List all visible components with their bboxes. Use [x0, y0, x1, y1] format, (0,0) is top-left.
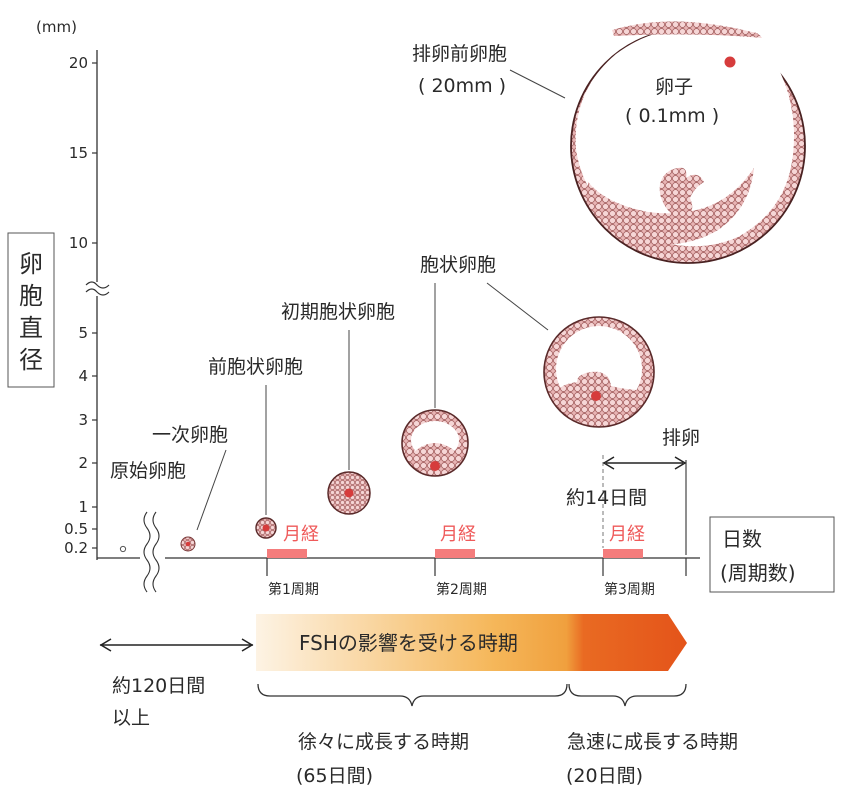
y-axis-label: 径 [19, 346, 43, 374]
pre-fsh-period: 約120日間 以上 [99, 638, 254, 729]
y-tick: 5 [78, 324, 88, 342]
menses-label: 月経 [440, 524, 476, 545]
y-tick: 2 [78, 454, 88, 472]
menses-label: 月経 [609, 524, 645, 545]
arrow-right-icon [674, 456, 687, 470]
time-break-icon [143, 511, 151, 593]
cycle-label: 第3周期 [604, 581, 655, 598]
ovulation-marker: 排卵 約14日間 [566, 427, 700, 555]
stage-label: 前胞状卵胞 [208, 356, 303, 378]
rapid-growth-brace [568, 683, 687, 707]
cycle-label: 第1周期 [268, 581, 319, 598]
stage-label: 排卵前卵胞 [412, 43, 507, 65]
growth-braces [257, 683, 687, 707]
y-axis: (mm) 20 15 10 5 4 3 2 1 0.5 0.2 [7, 18, 110, 560]
axis-break-icon [85, 281, 110, 296]
slow-growth-duration: (65日間) [296, 765, 373, 787]
menses-bar [435, 549, 475, 558]
y-axis-label: 直 [19, 314, 43, 342]
pre-fsh-duration-note: 以上 [112, 707, 150, 729]
y-axis-label-box [7, 232, 55, 388]
ovulation-label: 排卵 [662, 427, 700, 449]
pre-fsh-duration: 約120日間 [112, 675, 205, 697]
x-axis-label: (周期数) [720, 561, 796, 585]
arrow-left-icon [602, 456, 615, 470]
stage-label: 一次卵胞 [152, 424, 228, 446]
menses-bar [267, 549, 307, 558]
fsh-label: FSHの影響を受ける時期 [299, 631, 518, 655]
ovulation-duration: 約14日間 [566, 487, 647, 509]
follicle-antral-small [401, 283, 469, 477]
x-axis-label: 日数 [722, 527, 762, 551]
follicle-primordial: 原始卵胞 [110, 460, 186, 553]
y-tick: 4 [78, 367, 88, 385]
y-tick: 3 [78, 411, 88, 429]
y-tick: 15 [69, 144, 88, 162]
y-axis-label: 卵 [19, 250, 43, 278]
oocyte-size-label: ( 0.1mm ) [625, 105, 719, 127]
stage-label: 原始卵胞 [110, 460, 186, 482]
follicle-primary: 一次卵胞 [152, 424, 228, 552]
stage-label: ( 20mm ) [418, 75, 506, 97]
rapid-growth-label: 急速に成長する時期 [567, 731, 738, 753]
stage-label: 初期胞状卵胞 [281, 301, 395, 323]
follicle-preovulatory: 排卵前卵胞 ( 20mm ) 卵子 ( 0.1mm ) [412, 21, 806, 264]
oocyte-label: 卵子 [655, 76, 693, 98]
stage-label: 胞状卵胞 [420, 254, 496, 276]
y-axis-unit: (mm) [36, 18, 77, 36]
follicle-early-antral: 初期胞状卵胞 [281, 301, 395, 515]
follicle-preantral: 前胞状卵胞 [208, 356, 303, 539]
rapid-growth-duration: (20日間) [566, 765, 643, 787]
y-axis-label: 胞 [19, 282, 43, 310]
arrow-right-icon [241, 638, 254, 652]
follicle-antral: 胞状卵胞 [420, 254, 655, 428]
menses-label: 月経 [283, 524, 319, 545]
cycle-label: 第2周期 [436, 581, 487, 598]
y-tick: 10 [69, 234, 88, 252]
slow-growth-label: 徐々に成長する時期 [298, 731, 469, 753]
y-tick: 20 [69, 54, 88, 72]
x-axis: 月経 月経 月経 第1周期 第2周期 第3周期 日数 (周期数) [97, 511, 835, 598]
x-axis-label-box [709, 516, 835, 593]
arrow-left-icon [99, 638, 112, 652]
y-tick: 1 [78, 498, 88, 516]
menses-bar [603, 549, 643, 558]
y-tick: 0.5 [64, 520, 88, 538]
fsh-period-banner: FSHの影響を受ける時期 [256, 614, 687, 671]
y-tick: 0.2 [64, 539, 88, 557]
slow-growth-brace [257, 683, 568, 707]
